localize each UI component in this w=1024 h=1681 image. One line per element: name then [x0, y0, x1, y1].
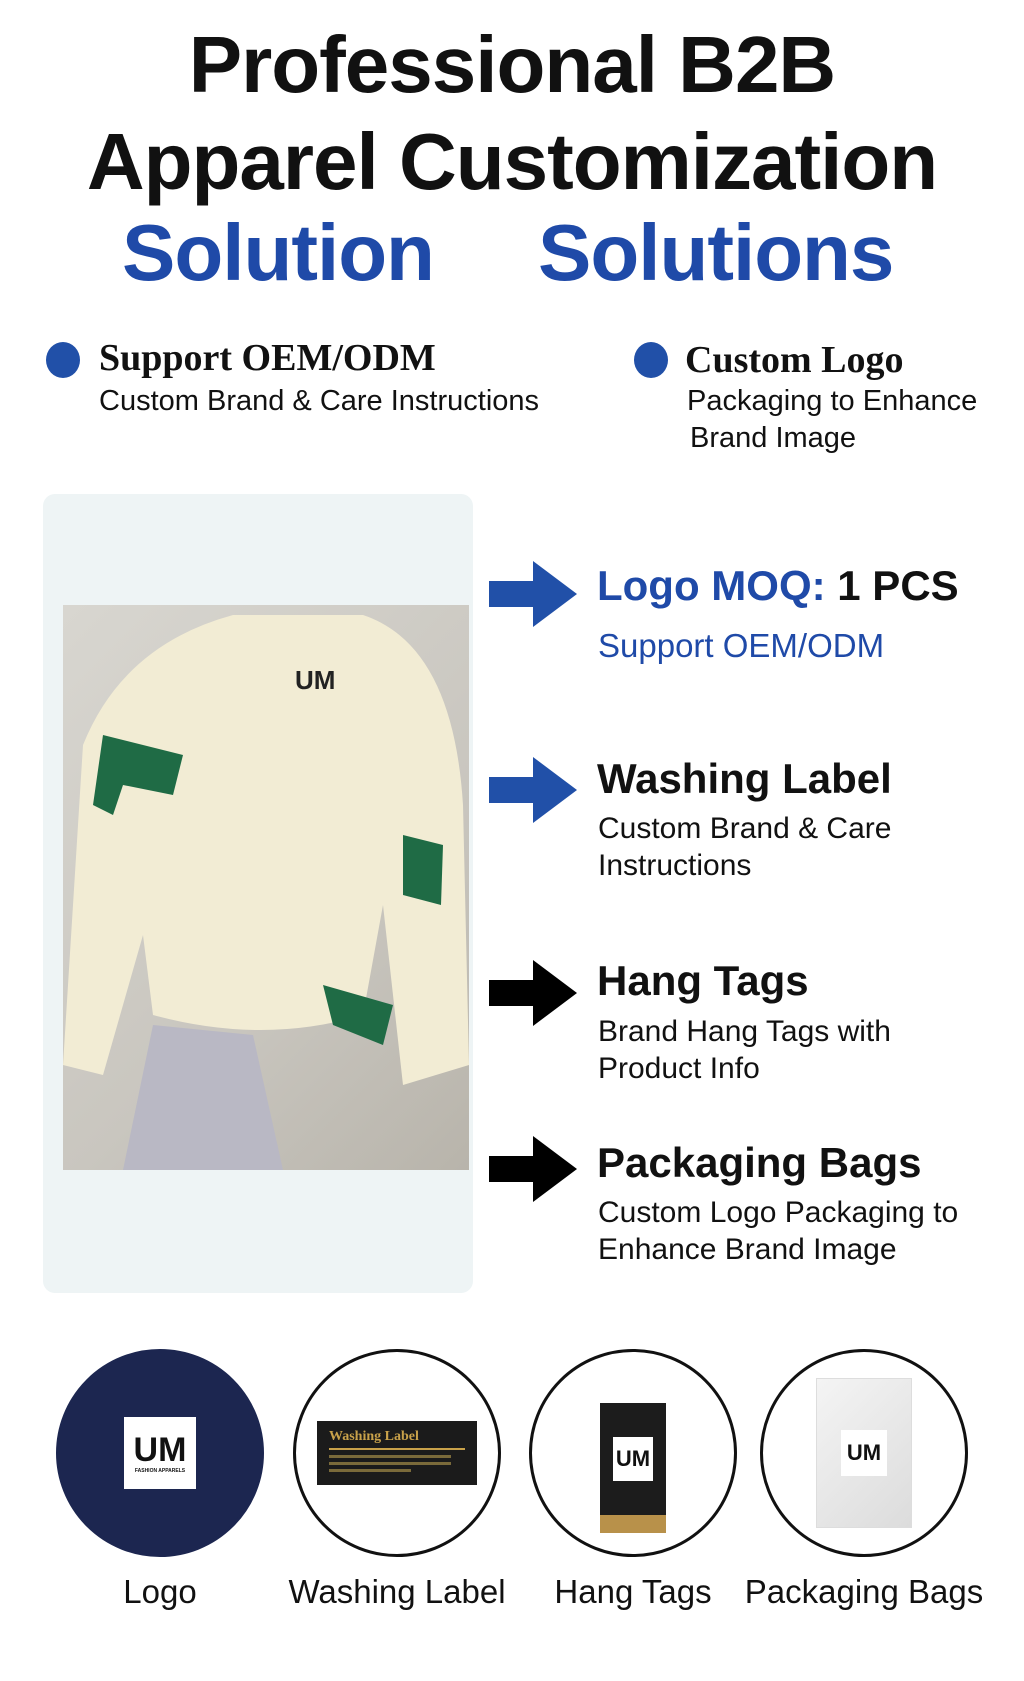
logo-badge: UM FASHION APPARELS: [124, 1417, 196, 1489]
hang-tag-image: UM: [600, 1403, 666, 1533]
bullet-dot-icon: [634, 342, 668, 378]
feature-sub: Support OEM/ODM: [598, 627, 885, 664]
feature-heading-value: 1 PCS: [825, 562, 959, 609]
bullet-sub: Packaging to Enhance: [687, 385, 978, 417]
feature-heading-label: Logo MOQ:: [597, 562, 826, 609]
feature-heading: Logo MOQ: 1 PCS: [597, 562, 959, 610]
logo-brand-sub: FASHION APPARELS: [134, 1468, 186, 1474]
product-label: Logo: [123, 1573, 197, 1610]
product-label: Hang Tags: [554, 1573, 712, 1610]
bullet-heading: Support OEM/ODM: [99, 337, 436, 379]
bullet-dot-icon: [46, 342, 80, 378]
packaging-bag-image: UM: [816, 1378, 912, 1528]
packaging-bag-sample: UM: [760, 1349, 968, 1557]
sweater-photo: UM: [63, 605, 469, 1170]
title-solutions: Solutions: [538, 208, 894, 297]
washing-label-image: Washing Label: [317, 1421, 477, 1485]
bullet-sub: Brand Image: [690, 422, 857, 454]
logo-sample: UM FASHION APPARELS: [56, 1349, 264, 1557]
sweater-illustration: [63, 615, 469, 1170]
packaging-bag-brand: UM: [841, 1430, 887, 1476]
feature-sub: Brand Hang Tags with: [598, 1015, 891, 1048]
logo-brand: UM: [133, 1431, 187, 1469]
feature-heading: Hang Tags: [597, 957, 809, 1004]
feature-sub: Enhance Brand Image: [598, 1233, 897, 1266]
product-label: Washing Label: [288, 1573, 506, 1610]
feature-sub: Custom Logo Packaging to: [598, 1196, 959, 1229]
arrow-right-icon: [489, 757, 577, 823]
arrow-right-icon: [489, 561, 577, 627]
washing-label-text: Washing Label: [329, 1429, 419, 1444]
bullet-heading: Custom Logo: [685, 339, 904, 381]
hang-tag-brand: UM: [613, 1437, 653, 1481]
feature-sub: Product Info: [598, 1052, 760, 1085]
arrow-right-icon: [489, 960, 577, 1026]
title-line-1: Professional B2B: [188, 20, 836, 109]
feature-heading: Packaging Bags: [597, 1139, 922, 1186]
feature-heading: Washing Label: [597, 755, 892, 802]
title-solution: Solution: [122, 208, 435, 297]
hang-tag-sample: UM: [529, 1349, 737, 1557]
bullet-sub: Custom Brand & Care Instructions: [99, 385, 540, 417]
chest-logo: UM: [295, 665, 336, 695]
product-label: Packaging Bags: [744, 1573, 984, 1610]
title-line-2: Apparel Customization: [86, 117, 938, 206]
feature-sub: Instructions: [598, 849, 752, 882]
washing-label-sample: Washing Label: [293, 1349, 501, 1557]
feature-sub: Custom Brand & Care: [598, 812, 892, 845]
arrow-right-icon: [489, 1136, 577, 1202]
